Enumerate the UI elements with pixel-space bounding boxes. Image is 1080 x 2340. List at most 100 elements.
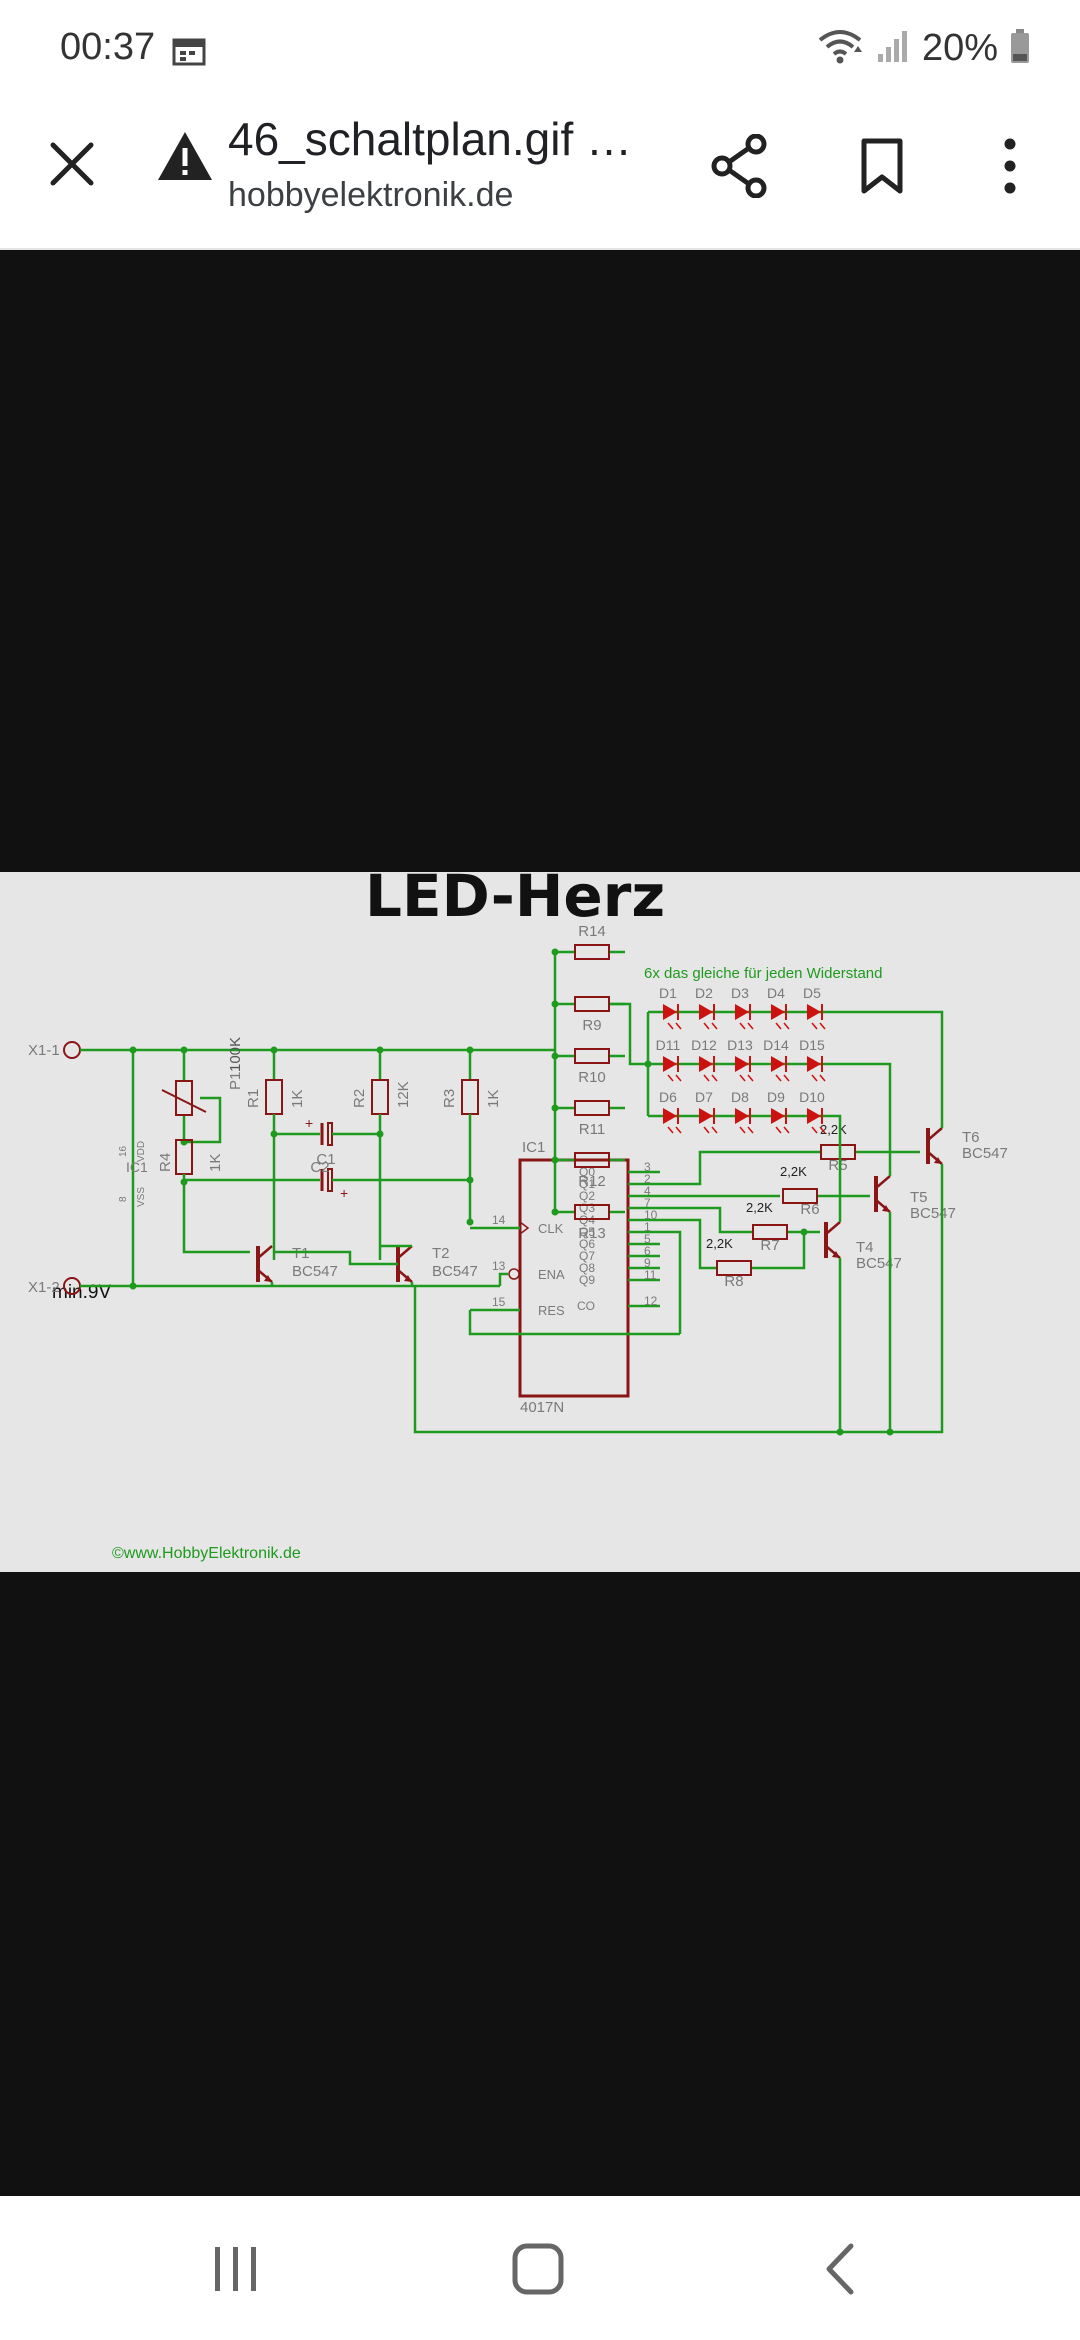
r7-label: R7	[760, 1237, 779, 1254]
transistor-t4-collector	[825, 1221, 841, 1235]
q4-reset	[660, 1230, 682, 1334]
row3-to-t4	[830, 1114, 842, 1124]
r1-value: 1K	[289, 1090, 306, 1108]
t4-type: BC547	[856, 1255, 902, 1272]
schematic-image[interactable]: LED-Herz 6x das gleiche für jeden Widers…	[0, 872, 1080, 1572]
transistor-t1-arrow	[264, 1275, 272, 1282]
led-d12-arrows	[703, 1074, 718, 1082]
p1-arrow	[161, 1089, 207, 1113]
status-bar: 00:37 20%	[0, 0, 1080, 100]
t6-collector	[830, 1010, 944, 1128]
t6-type: BC547	[962, 1145, 1008, 1162]
bookmark-icon	[861, 138, 903, 194]
resistor-r5	[820, 1144, 856, 1160]
junction	[129, 1046, 137, 1054]
led-d7	[699, 1108, 713, 1124]
led-d5	[807, 1004, 821, 1020]
calendar-icon	[172, 36, 206, 71]
r1-label: R1	[245, 1089, 262, 1108]
led-d13-arrows	[739, 1074, 754, 1082]
bank-label-r13: R13	[578, 1225, 606, 1242]
ic1-out-num-10: 12	[644, 1294, 658, 1308]
transistor-t2-collector	[397, 1245, 413, 1259]
ic1-pin-ena: ENA	[538, 1267, 565, 1282]
schematic-copyright: ©www.HobbyElektronik.de	[112, 1545, 301, 1562]
recent-apps-icon	[215, 2247, 256, 2291]
resistor-r12	[574, 1152, 610, 1168]
back-button[interactable]	[800, 2234, 880, 2304]
ic1-pin-res: RES	[538, 1303, 565, 1318]
resistor-r7	[752, 1224, 788, 1240]
ic1-out-q7: Q7	[579, 1249, 595, 1263]
ic1-out-num-9: 11	[644, 1268, 657, 1282]
share-button[interactable]	[700, 126, 780, 206]
ic1-pin-num-0: 14	[492, 1213, 506, 1227]
warning-icon[interactable]	[156, 130, 214, 187]
led-d15	[807, 1056, 821, 1072]
bank-label-r10: R10	[578, 1069, 606, 1086]
junction	[551, 1156, 559, 1164]
image-viewer[interactable]: LED-Herz 6x das gleiche für jeden Widers…	[0, 252, 1080, 2196]
resistor-r11	[574, 1100, 610, 1116]
t4-label: T4	[856, 1239, 874, 1256]
transistor-t5-collector	[875, 1175, 891, 1189]
junction	[551, 1052, 559, 1060]
transistor-t6-arrow	[934, 1157, 942, 1164]
led-d1	[663, 1004, 677, 1020]
close-button[interactable]	[36, 128, 108, 200]
r6-label: R6	[800, 1201, 819, 1218]
ic1-out-num-5: 1	[644, 1220, 651, 1234]
p1-wiper	[182, 1096, 222, 1144]
led-label-d7: D7	[695, 1089, 713, 1105]
junction	[551, 1000, 559, 1008]
led-d15-arrows	[811, 1074, 826, 1082]
clk-triangle	[519, 1221, 530, 1235]
c2-label: C2	[310, 1159, 329, 1176]
led-d10	[807, 1108, 821, 1124]
home-button[interactable]	[498, 2234, 578, 2304]
ic1-out-q1: Q1	[579, 1177, 595, 1191]
resistor-r3	[461, 1079, 479, 1115]
led-d11	[663, 1056, 677, 1072]
close-icon	[50, 142, 94, 186]
transistor-t4-arrow	[832, 1251, 840, 1258]
led-d14-arrows	[775, 1074, 790, 1082]
page-title: 46_schaltplan.gif …	[228, 113, 633, 165]
bank-label-r12: R12	[578, 1173, 606, 1190]
signal-icon	[876, 28, 910, 69]
led-label-d2: D2	[695, 985, 713, 1001]
image-viewer-toolbar: 46_schaltplan.gif … hobbyelektronik.de	[0, 100, 1080, 250]
more-options-button[interactable]	[970, 126, 1050, 206]
ic1-out-num-4: 10	[644, 1208, 658, 1222]
c2-plus: +	[340, 1185, 348, 1201]
junction	[800, 1228, 808, 1236]
resistor-r14	[574, 944, 610, 960]
resistor-r10	[574, 1048, 610, 1064]
led-d8-arrows	[739, 1126, 754, 1134]
led-label-d5: D5	[803, 985, 821, 1001]
led-d11-arrows	[667, 1074, 682, 1082]
pin8: 8	[118, 1196, 129, 1202]
led-label-d11: D11	[656, 1037, 681, 1053]
ic1-label: IC1	[522, 1139, 545, 1156]
resistor-r9	[574, 996, 610, 1012]
ic1-pin-num-1: 13	[492, 1259, 506, 1273]
bookmark-button[interactable]	[842, 126, 922, 206]
ic1-out-q6: Q6	[579, 1237, 595, 1251]
t5-collector	[830, 1062, 892, 1176]
t5-label: T5	[910, 1189, 928, 1206]
recent-apps-button[interactable]	[196, 2234, 276, 2304]
led-d8	[735, 1108, 749, 1124]
ic1-out-num-7: 6	[644, 1244, 651, 1258]
t1-type: BC547	[292, 1263, 338, 1280]
r5-value: 2,2K	[820, 1122, 847, 1137]
t6-emitter	[840, 1164, 944, 1434]
led-d6	[663, 1108, 677, 1124]
led-d13	[735, 1056, 749, 1072]
page-domain: hobbyelektronik.de	[228, 176, 514, 214]
led-d10-arrows	[811, 1126, 826, 1134]
led-d9-arrows	[775, 1126, 790, 1134]
r4-to-t1	[182, 1174, 250, 1254]
r7-value: 2,2K	[746, 1200, 773, 1215]
p1-value: 100K	[227, 1037, 244, 1072]
